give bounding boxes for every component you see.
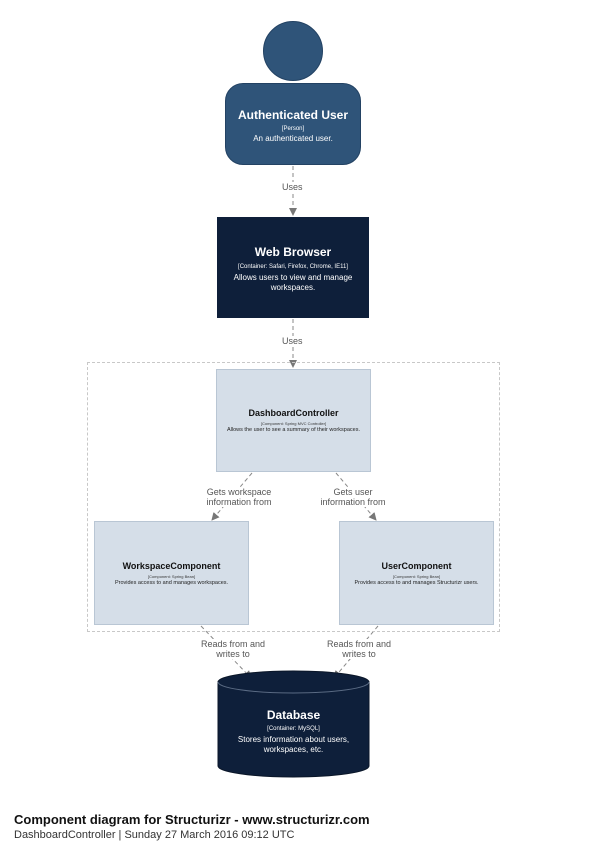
edge-label-workspace-db: Reads from and writes to xyxy=(196,639,270,659)
node-name: WorkspaceComponent xyxy=(122,561,221,571)
node-description: Allows users to view and manage workspac… xyxy=(233,273,353,292)
edge-user-db xyxy=(333,625,379,679)
node-database[interactable]: Database [Container: MySQL] Stores infor… xyxy=(217,670,370,778)
database-cylinder-shape xyxy=(217,670,370,778)
node-name: DashboardController xyxy=(248,408,339,418)
node-technology: [Component: Spring MVC Controller] xyxy=(260,421,327,426)
node-description: An authenticated user. xyxy=(253,134,333,143)
node-authenticated-user[interactable]: Authenticated User [Person] An authentic… xyxy=(225,83,361,165)
node-technology: [Container: MySQL] xyxy=(267,726,320,732)
node-name: Web Browser xyxy=(254,245,332,259)
edge-label-dashboard-user: Gets user information from xyxy=(314,487,392,507)
node-type: [Person] xyxy=(281,126,305,132)
node-name: UserComponent xyxy=(381,561,452,571)
edge-label-user-db: Reads from and writes to xyxy=(322,639,396,659)
node-workspace-component[interactable]: WorkspaceComponent [Component: Spring Be… xyxy=(94,521,249,625)
edge-label-user-browser: Uses xyxy=(280,182,305,192)
edge-label-browser-dashboard: Uses xyxy=(280,336,305,346)
node-technology: [Container: Safari, Firefox, Chrome, IE1… xyxy=(238,264,348,270)
container-boundary xyxy=(87,362,500,632)
node-dashboard-controller[interactable]: DashboardController [Component: Spring M… xyxy=(216,369,371,472)
node-name: Database xyxy=(266,708,321,722)
node-description: Allows the user to see a summary of thei… xyxy=(227,427,360,433)
node-name: Authenticated User xyxy=(237,108,349,122)
edge-label-dashboard-workspace: Gets workspace information from xyxy=(196,487,282,507)
node-technology: [Component: Spring Bean] xyxy=(392,574,441,579)
diagram-subtitle: DashboardController | Sunday 27 March 20… xyxy=(14,829,295,841)
node-technology: [Component: Spring Bean] xyxy=(147,574,196,579)
node-description: Stores information about users, workspac… xyxy=(237,735,350,754)
node-description: Provides access to and manages workspace… xyxy=(114,580,229,586)
node-web-browser[interactable]: Web Browser [Container: Safari, Firefox,… xyxy=(217,217,369,318)
node-description: Provides access to and manages Structuri… xyxy=(354,580,479,586)
person-head-shape xyxy=(263,21,323,81)
diagram-title: Component diagram for Structurizr - www.… xyxy=(14,812,370,827)
node-user-component[interactable]: UserComponent [Component: Spring Bean] P… xyxy=(339,521,494,625)
